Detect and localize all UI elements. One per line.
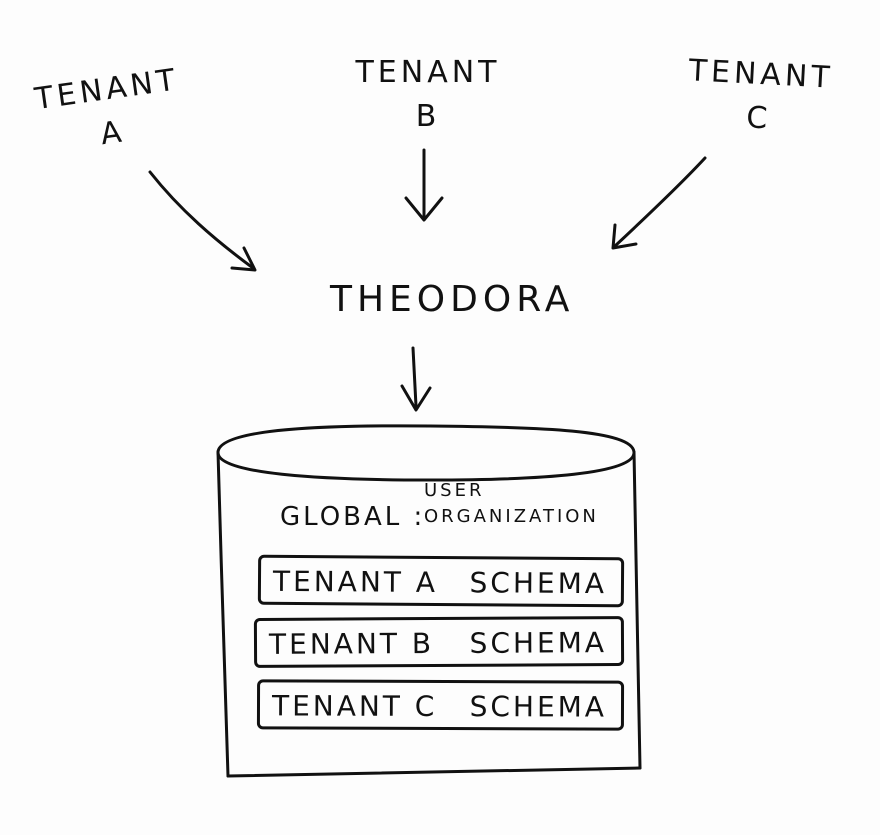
- global-entity-user: USER: [424, 480, 485, 501]
- theodora-app-label: THEODORA: [330, 279, 575, 320]
- database-cylinder: [216, 424, 642, 778]
- database-right-side: [632, 450, 642, 770]
- database-top: [216, 424, 636, 482]
- arrow-shaft: [613, 156, 707, 248]
- tenant-b-label: TENANT B: [348, 58, 508, 132]
- global-entity-organization: ORGANIZATION: [424, 506, 599, 528]
- arrow-shaft: [148, 170, 255, 270]
- global-label: GLOBAL :: [280, 502, 426, 532]
- database-bottom: [226, 766, 642, 778]
- schema-tenant-label: TENANT B: [268, 627, 435, 661]
- tenant-b-schema-box: TENANT B SCHEMA: [253, 616, 625, 668]
- arrow-head: [404, 196, 444, 222]
- arrow-head: [400, 384, 432, 412]
- schema-tenant-label: TENANT C: [271, 689, 438, 723]
- arrow-head: [230, 246, 257, 272]
- global-entities: USER ORGANIZATION: [424, 478, 599, 530]
- arrow-head: [611, 223, 638, 250]
- schema-tenant-label: TENANT A: [272, 564, 439, 599]
- arrow-shaft: [411, 346, 418, 408]
- tenant-c-word: TENANT: [687, 53, 835, 96]
- arrow-tenant-c-to-theodora: [611, 156, 707, 250]
- tenant-b-word: TENANT: [355, 55, 501, 90]
- tenant-a-schema-box: TENANT A SCHEMA: [257, 554, 625, 608]
- tenant-c-schema-box: TENANT C SCHEMA: [256, 679, 625, 731]
- arrow-tenant-b-to-theodora: [404, 148, 444, 222]
- arrow-tenant-a-to-theodora: [148, 170, 257, 272]
- database-left-side: [216, 450, 230, 778]
- schema-word: SCHEMA: [469, 566, 608, 601]
- tenant-c-label: TENANT C: [678, 53, 842, 138]
- schema-word: SCHEMA: [469, 690, 608, 724]
- arrow-theodora-to-database: [400, 346, 432, 412]
- schema-word: SCHEMA: [469, 626, 608, 660]
- tenant-b-letter: B: [415, 99, 441, 134]
